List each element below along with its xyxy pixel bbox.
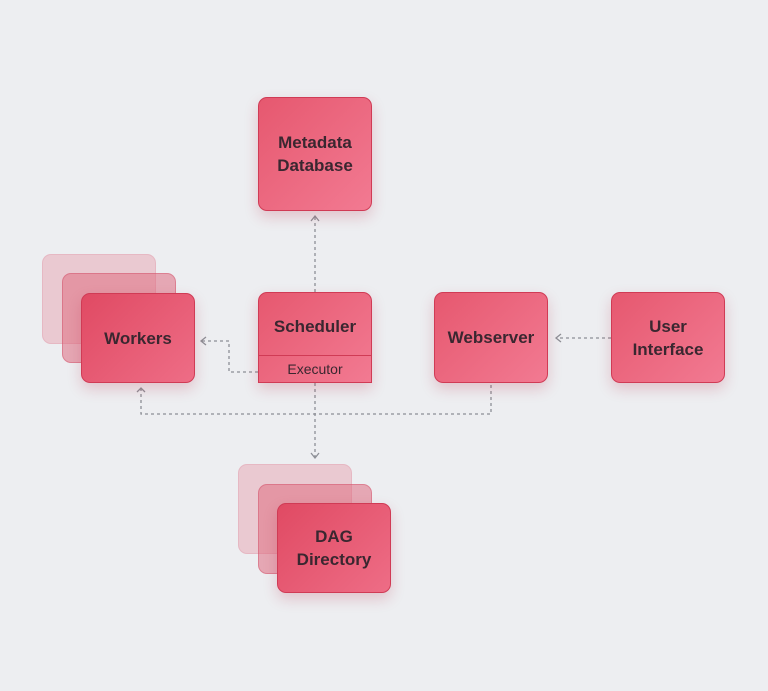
arrowhead-bus-workers xyxy=(136,387,146,393)
arrowhead-webserver xyxy=(554,333,562,343)
dag-directory-node[interactable]: DAG Directory xyxy=(277,503,391,593)
workers-label: Workers xyxy=(104,328,172,348)
executor-section[interactable]: Executor xyxy=(259,355,371,382)
scheduler-node[interactable]: Scheduler Executor xyxy=(258,292,372,383)
user-interface-node[interactable]: User Interface xyxy=(611,292,725,383)
arrowhead-workers xyxy=(199,336,207,346)
webserver-node[interactable]: Webserver xyxy=(434,292,548,383)
metadata-database-node[interactable]: Metadata Database xyxy=(258,97,372,211)
dag-directory-label: DAG Directory xyxy=(296,527,372,569)
scheduler-label: Scheduler xyxy=(273,317,357,336)
arrowhead-metadata xyxy=(310,214,320,222)
workers-node[interactable]: Workers xyxy=(81,293,195,383)
connector-scheduler-to-workers xyxy=(201,340,258,373)
metadata-database-label: Metadata Database xyxy=(277,133,353,175)
connector-bus xyxy=(140,384,492,415)
arrowhead-dag xyxy=(310,452,320,460)
webserver-label: Webserver xyxy=(447,328,535,347)
executor-label: Executor xyxy=(287,361,343,377)
user-interface-label: User Interface xyxy=(632,316,704,359)
